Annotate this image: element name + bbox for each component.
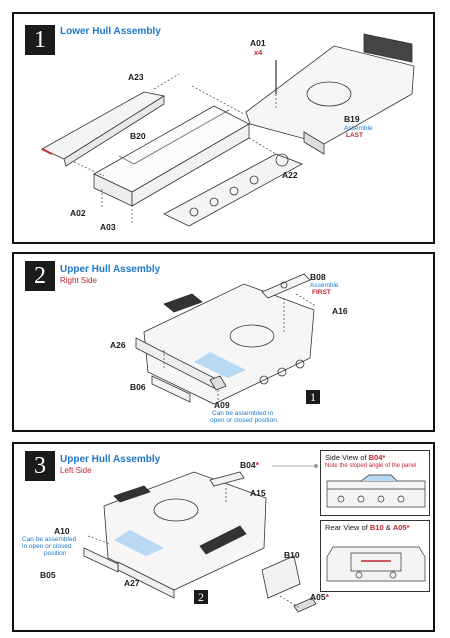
side-view-prefix: Side View of bbox=[325, 453, 369, 462]
upper-hull-right-drawing bbox=[135, 273, 317, 405]
part-a01-label: A01 bbox=[250, 38, 266, 48]
rear-view-box: Rear View of B10 & A05* bbox=[320, 520, 430, 592]
part-a01-quantity: x4 bbox=[254, 48, 263, 57]
part-b10-label: B10 bbox=[284, 550, 300, 560]
part-a09-note-2: open or closed position bbox=[210, 417, 277, 424]
rear-view-part-2: A05* bbox=[392, 523, 410, 532]
part-a27-label: A27 bbox=[124, 578, 140, 588]
rear-view-amp: & bbox=[383, 523, 393, 532]
part-a23-label: A23 bbox=[128, 72, 144, 82]
step-subtitle: Right Side bbox=[60, 276, 97, 285]
part-a09-label: A09 bbox=[214, 400, 230, 410]
part-a05-mark: * bbox=[325, 592, 329, 602]
part-b19-label: B19 bbox=[344, 114, 360, 124]
rear-view-prefix: Rear View of bbox=[325, 523, 370, 532]
step-2-panel: 2 Upper Hull Assembly Right Side bbox=[12, 252, 435, 432]
side-view-note: Note the sloped angle of the panel bbox=[325, 463, 417, 469]
step-number: 2 bbox=[25, 261, 55, 291]
part-a10-note-1: Can be assembled bbox=[22, 536, 77, 543]
part-a15-label: A15 bbox=[250, 488, 266, 498]
part-a05-label: A05* bbox=[310, 592, 329, 602]
step-subtitle: Left Side bbox=[60, 466, 92, 475]
step-title: Upper Hull Assembly bbox=[60, 264, 161, 275]
part-b08-label: B08 bbox=[310, 272, 326, 282]
part-b05-label: B05 bbox=[40, 570, 56, 580]
lower-hull-drawing bbox=[41, 33, 415, 227]
part-b04-text: B04 bbox=[240, 460, 256, 470]
part-a03-label: A03 bbox=[100, 222, 116, 232]
part-a16-label: A16 bbox=[332, 306, 348, 316]
part-b06-label: B06 bbox=[130, 382, 146, 392]
step-title: Lower Hull Assembly bbox=[60, 26, 161, 37]
part-a09-note-1: Can be assembled in bbox=[212, 410, 274, 417]
part-b19-order: LAST bbox=[346, 132, 363, 139]
part-a05-text: A05 bbox=[310, 592, 326, 602]
part-a10-note-2: in open or closed bbox=[22, 543, 72, 550]
part-b04-label: B04* bbox=[240, 460, 259, 470]
part-a10-label: A10 bbox=[54, 526, 70, 536]
part-a22-label: A22 bbox=[282, 170, 298, 180]
part-a02-label: A02 bbox=[70, 208, 86, 218]
step-number: 3 bbox=[25, 451, 55, 481]
side-view-box: Side View of B04* Note the sloped angle … bbox=[320, 450, 430, 516]
side-view-drawing bbox=[326, 474, 426, 508]
step-reference-badge: 2 bbox=[194, 590, 208, 604]
rear-view-title: Rear View of B10 & A05* bbox=[325, 523, 410, 532]
step-3-panel: 3 Upper Hull Assembly Left Side bbox=[12, 442, 435, 632]
step-title: Upper Hull Assembly bbox=[60, 454, 161, 465]
part-b08-order: FIRST bbox=[312, 289, 331, 296]
rear-view-part-1: B10 bbox=[369, 523, 384, 532]
upper-hull-left-drawing bbox=[83, 464, 318, 613]
part-b08-note: Assemble bbox=[310, 282, 339, 289]
part-b20-label: B20 bbox=[130, 131, 146, 141]
step-1-panel: 1 Lower Hull Assembly bbox=[12, 12, 435, 244]
step-reference-badge: 1 bbox=[306, 390, 320, 404]
rear-view-drawing bbox=[326, 546, 426, 582]
part-b19-note: Assemble bbox=[344, 125, 373, 132]
part-a26-label: A26 bbox=[110, 340, 126, 350]
step-number: 1 bbox=[25, 25, 55, 55]
side-view-part: B04* bbox=[368, 453, 386, 462]
part-a10-note-3: position bbox=[44, 550, 67, 557]
side-view-title: Side View of B04* bbox=[325, 453, 385, 462]
part-b04-mark: * bbox=[255, 460, 259, 470]
